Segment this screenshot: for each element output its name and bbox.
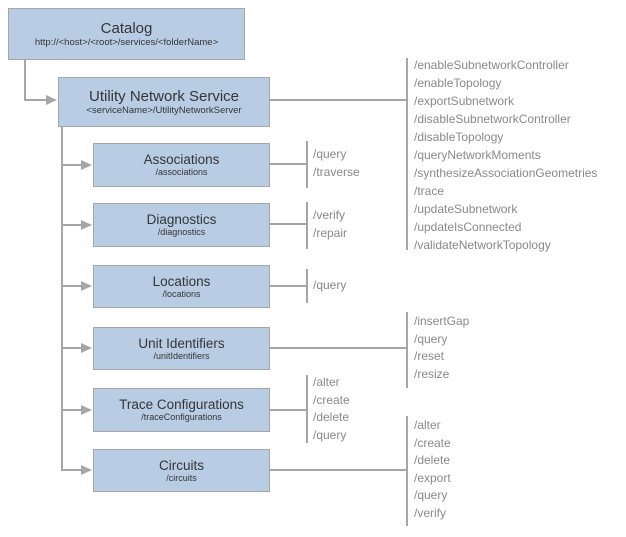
ops-list-diagnostics: /verify /repair	[313, 207, 347, 242]
op-label: /delete	[414, 453, 451, 467]
op-label: /insertGap	[414, 314, 470, 328]
op-label: /verify	[313, 208, 346, 222]
node-diagnostics: Diagnostics /diagnostics	[93, 203, 270, 247]
arrowhead-to-trace-configurations	[81, 404, 92, 415]
connector-circuits-ops	[270, 469, 406, 471]
node-locations-path: /locations	[162, 288, 201, 299]
connector-uns-ops	[270, 99, 406, 101]
op-label: /updateIsConnected	[414, 220, 522, 234]
node-catalog-path: http://<host>/<root>/services/<folderNam…	[34, 36, 219, 48]
ops-bar-uns	[406, 58, 408, 250]
op-label: /disableTopology	[414, 130, 504, 144]
ops-list-unit-identifiers: /insertGap /query /reset /resize	[414, 313, 469, 383]
op-label: /verify	[414, 505, 447, 520]
ops-bar-unit-identifiers	[406, 312, 408, 388]
node-diagnostics-title: Diagnostics	[146, 212, 217, 227]
node-unit-identifiers-path: /unitIdentifiers	[153, 350, 210, 361]
op-label: /reset	[414, 349, 445, 363]
node-trace-configurations: Trace Configurations /traceConfiguration…	[93, 388, 270, 432]
node-associations-title: Associations	[143, 152, 220, 167]
connector-associations-ops	[270, 163, 307, 165]
node-associations: Associations /associations	[93, 143, 270, 187]
node-catalog-title: Catalog	[100, 19, 153, 37]
op-label: /query	[313, 278, 347, 292]
node-trace-configurations-title: Trace Configurations	[119, 397, 244, 412]
ops-list-trace-configurations: /alter /create /delete /query	[313, 374, 350, 444]
node-associations-path: /associations	[155, 167, 208, 177]
op-label: /create	[313, 392, 350, 407]
connector-unit-identifiers-ops	[270, 347, 406, 349]
op-label: /validateNetworkTopology	[414, 238, 551, 252]
op-label: /repair	[313, 225, 348, 240]
arrowhead-to-unit-identifiers	[81, 342, 92, 353]
op-label: /export	[414, 470, 451, 485]
node-unit-identifiers-title: Unit Identifiers	[138, 335, 225, 351]
node-uns-path: <serviceName>/UtilityNetworkServer	[86, 104, 242, 116]
ops-list-utility-network-service: /enableSubnetworkController /enableTopol…	[414, 56, 597, 254]
ops-list-associations: /query /traverse	[313, 146, 360, 181]
node-locations-title: Locations	[152, 273, 211, 289]
arrowhead-to-associations	[81, 159, 92, 170]
op-label: /exportSubnetwork	[414, 94, 515, 108]
op-label: /delete	[313, 410, 350, 424]
op-label: /synthesizeAssociationGeometries	[414, 166, 598, 180]
node-uns-title: Utility Network Service	[88, 87, 240, 105]
node-circuits-title: Circuits	[158, 457, 204, 473]
node-unit-identifiers: Unit Identifiers /unitIdentifiers	[93, 327, 270, 370]
node-circuits-path: /circuits	[166, 472, 197, 483]
op-label: /query	[414, 331, 448, 346]
ops-bar-trace-configurations	[306, 375, 308, 443]
connector-branch-locations	[61, 285, 82, 287]
op-label: /traverse	[313, 164, 360, 179]
arrowhead-to-locations	[81, 280, 92, 291]
node-trace-configurations-path: /traceConfigurations	[141, 412, 222, 422]
connector-diagnostics-ops	[270, 223, 307, 225]
ops-list-circuits: /alter /create /delete /export /query /v…	[414, 417, 451, 522]
node-circuits: Circuits /circuits	[93, 449, 270, 492]
node-locations: Locations /locations	[93, 265, 270, 308]
connector-trace-configurations-ops	[270, 409, 307, 411]
ops-bar-circuits	[406, 416, 408, 526]
connector-locations-ops	[270, 285, 307, 287]
connector-branch-diagnostics	[61, 224, 82, 226]
op-label: /alter	[313, 375, 340, 389]
node-diagnostics-path: /diagnostics	[157, 227, 206, 237]
op-label: /enableTopology	[414, 76, 502, 90]
node-catalog: Catalog http://<host>/<root>/services/<f…	[8, 8, 245, 60]
ops-list-locations: /query	[313, 277, 346, 295]
op-label: /queryNetworkMoments	[414, 148, 541, 162]
connector-trunk-vertical	[61, 127, 63, 470]
op-label: /trace	[414, 184, 445, 198]
op-label: /query	[313, 147, 347, 161]
op-label: /disableSubnetworkController	[414, 112, 571, 126]
op-label: /alter	[414, 418, 441, 432]
op-label: /create	[414, 435, 451, 450]
arrowhead-to-circuits	[81, 464, 92, 475]
connector-branch-circuits	[61, 469, 82, 471]
connector-branch-trace-configurations	[61, 409, 82, 411]
ops-bar-associations	[306, 141, 308, 188]
op-label: /resize	[414, 366, 450, 381]
connector-branch-unit-identifiers	[61, 347, 82, 349]
op-label: /updateSubnetwork	[414, 202, 518, 216]
connector-branch-associations	[61, 164, 82, 166]
connector-catalog-horizontal	[24, 99, 48, 101]
node-utility-network-service: Utility Network Service <serviceName>/Ut…	[58, 77, 270, 127]
arrowhead-to-diagnostics	[81, 219, 92, 230]
op-label: /query	[414, 488, 448, 502]
connector-catalog-vertical	[24, 60, 26, 101]
ops-bar-locations	[306, 269, 308, 303]
op-label: /enableSubnetworkController	[414, 58, 569, 72]
arrowhead-to-utility-network-service	[46, 94, 57, 105]
op-label: /query	[313, 427, 347, 442]
ops-bar-diagnostics	[306, 202, 308, 249]
